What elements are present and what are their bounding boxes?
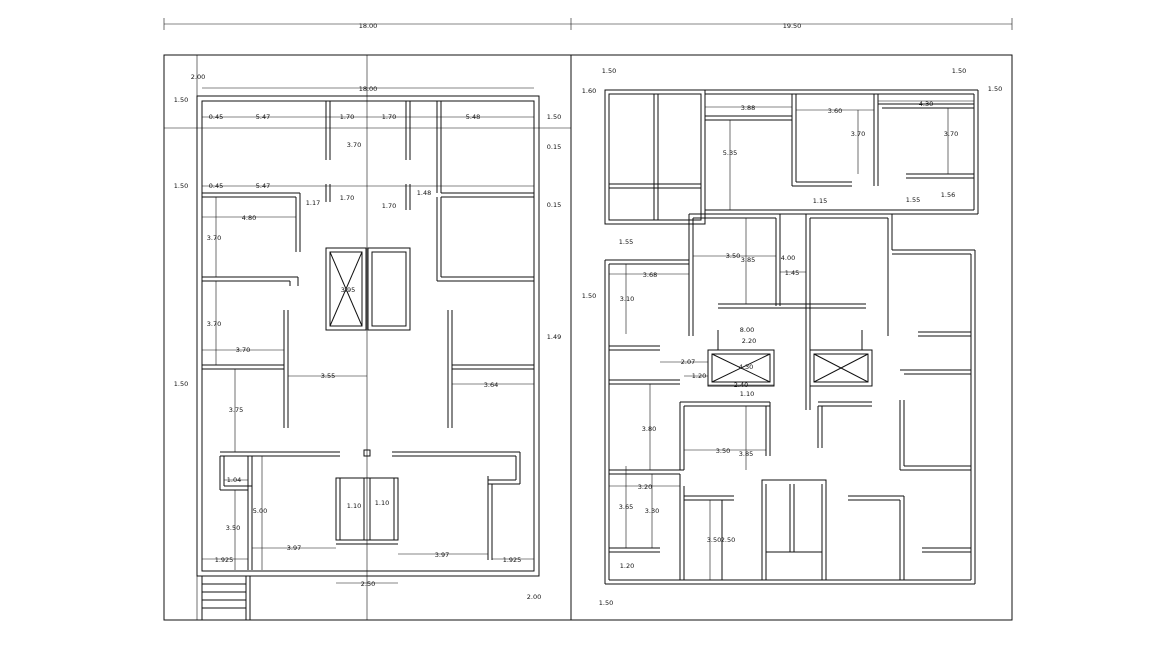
left-entrance-steps	[201, 575, 247, 621]
dim-text: 4.30	[739, 363, 753, 371]
dim-text: 3.50	[726, 252, 740, 260]
dim-text: 3.70	[347, 141, 361, 149]
dim-text: 1.48	[417, 189, 431, 197]
dim-text: 1.45	[785, 269, 799, 277]
dim-text: 8.00	[740, 326, 754, 334]
dim-text: 3.70	[944, 130, 958, 138]
dim-text: 5.00	[253, 507, 267, 515]
dim-text: 2.50	[361, 580, 375, 588]
left-title-width: 18.00	[359, 85, 378, 93]
dim-text: 5.35	[723, 149, 737, 157]
dim-text: 1.50	[174, 182, 188, 190]
dim-text: 0.15	[547, 143, 561, 151]
dim-text: 4.30	[919, 100, 933, 108]
dim-text: 5.47	[256, 113, 270, 121]
dim-text: 3.50	[226, 524, 240, 532]
dim-text: 3.70	[207, 234, 221, 242]
dim-text: 3.60	[828, 107, 842, 115]
dim-text: 1.70	[340, 194, 354, 202]
dim-text: 5.48	[466, 113, 480, 121]
dim-text: 1.50	[174, 380, 188, 388]
dim-text: 1.55	[906, 196, 920, 204]
dim-text: 2.40	[734, 381, 748, 389]
dim-text: 3.75	[229, 406, 243, 414]
right-plan-dimensions: 1.50 1.50 1.60 1.50 3.88 3.60 4.30 5.35 …	[582, 67, 1002, 607]
dim-text: 0.15	[547, 201, 561, 209]
dim-text: 3.85	[739, 450, 753, 458]
overall-right-width-label: 19.50	[783, 22, 802, 30]
right-sheet-frame	[570, 54, 1013, 621]
dim-text: 1.50	[988, 85, 1002, 93]
dim-text: 3.70	[851, 130, 865, 138]
dim-text: 1.50	[602, 67, 616, 75]
dim-text: 3.85	[741, 256, 755, 264]
dim-text: 3.97	[435, 551, 449, 559]
dim-text: 3.64	[484, 381, 498, 389]
dim-text: 1.50	[174, 96, 188, 104]
dim-text: 1.50	[952, 67, 966, 75]
left-stair-lift	[325, 247, 367, 331]
dim-text: 4.00	[781, 254, 795, 262]
dim-text: 1.70	[382, 113, 396, 121]
dim-text: 1.10	[740, 390, 754, 398]
right-floor-plan	[604, 89, 979, 585]
dim-text: 1.56	[941, 191, 955, 199]
dim-text: 0.45	[209, 182, 223, 190]
left-sheet-frame	[163, 54, 572, 621]
dim-text: 3.50	[716, 447, 730, 455]
dim-text: 2.00	[191, 73, 205, 81]
dim-text: 1.50	[547, 113, 561, 121]
dim-text: 3.70	[236, 346, 250, 354]
dim-text: 2.50	[721, 536, 735, 544]
dim-text: 0.45	[209, 113, 223, 121]
dim-text: 1.20	[692, 372, 706, 380]
overall-left-width-label: 18.00	[359, 22, 378, 30]
dim-text: 3.95	[341, 286, 355, 294]
dim-text: 1.60	[582, 87, 596, 95]
dim-text: 1.925	[215, 556, 234, 564]
right-lift-a	[707, 349, 775, 387]
dim-text: 1.17	[306, 199, 320, 207]
dim-text: 1.10	[347, 502, 361, 510]
dim-text: 3.68	[643, 271, 657, 279]
dim-text: 2.07	[681, 358, 695, 366]
dim-text: 4.80	[242, 214, 256, 222]
dim-text: 3.55	[321, 372, 335, 380]
dim-text: 2.00	[527, 593, 541, 601]
dim-text: 3.70	[207, 320, 221, 328]
overall-dimension-row: 18.00 19.50	[163, 18, 1013, 30]
dim-text: 3.65	[619, 503, 633, 511]
left-inner-wall	[201, 100, 535, 572]
dim-text: 1.20	[620, 562, 634, 570]
dim-text: 3.10	[620, 295, 634, 303]
dim-text: 3.97	[287, 544, 301, 552]
dim-text: 3.30	[645, 507, 659, 515]
dim-text: 3.80	[642, 425, 656, 433]
dim-text: 1.10	[375, 499, 389, 507]
dim-text: 1.04	[227, 476, 241, 484]
dim-text: 1.70	[382, 202, 396, 210]
left-floor-plan	[164, 55, 571, 621]
dim-text: 1.70	[340, 113, 354, 121]
dim-text: 1.50	[599, 599, 613, 607]
dim-text: 1.925	[503, 556, 522, 564]
dim-text: 1.15	[813, 197, 827, 205]
dim-text: 1.50	[582, 292, 596, 300]
dim-text: 3.88	[741, 104, 755, 112]
dim-text: 2.20	[742, 337, 756, 345]
dim-text: 3.20	[638, 483, 652, 491]
left-plan-dimensions: 18.00 0.45 5.47 1.70 1.70 5.48 1.50 0.45…	[174, 73, 561, 601]
right-lift-b	[809, 349, 873, 387]
dim-text: 1.49	[547, 333, 561, 341]
dim-text: 5.47	[256, 182, 270, 190]
dim-text: 3.50	[707, 536, 721, 544]
dim-text: 1.55	[619, 238, 633, 246]
